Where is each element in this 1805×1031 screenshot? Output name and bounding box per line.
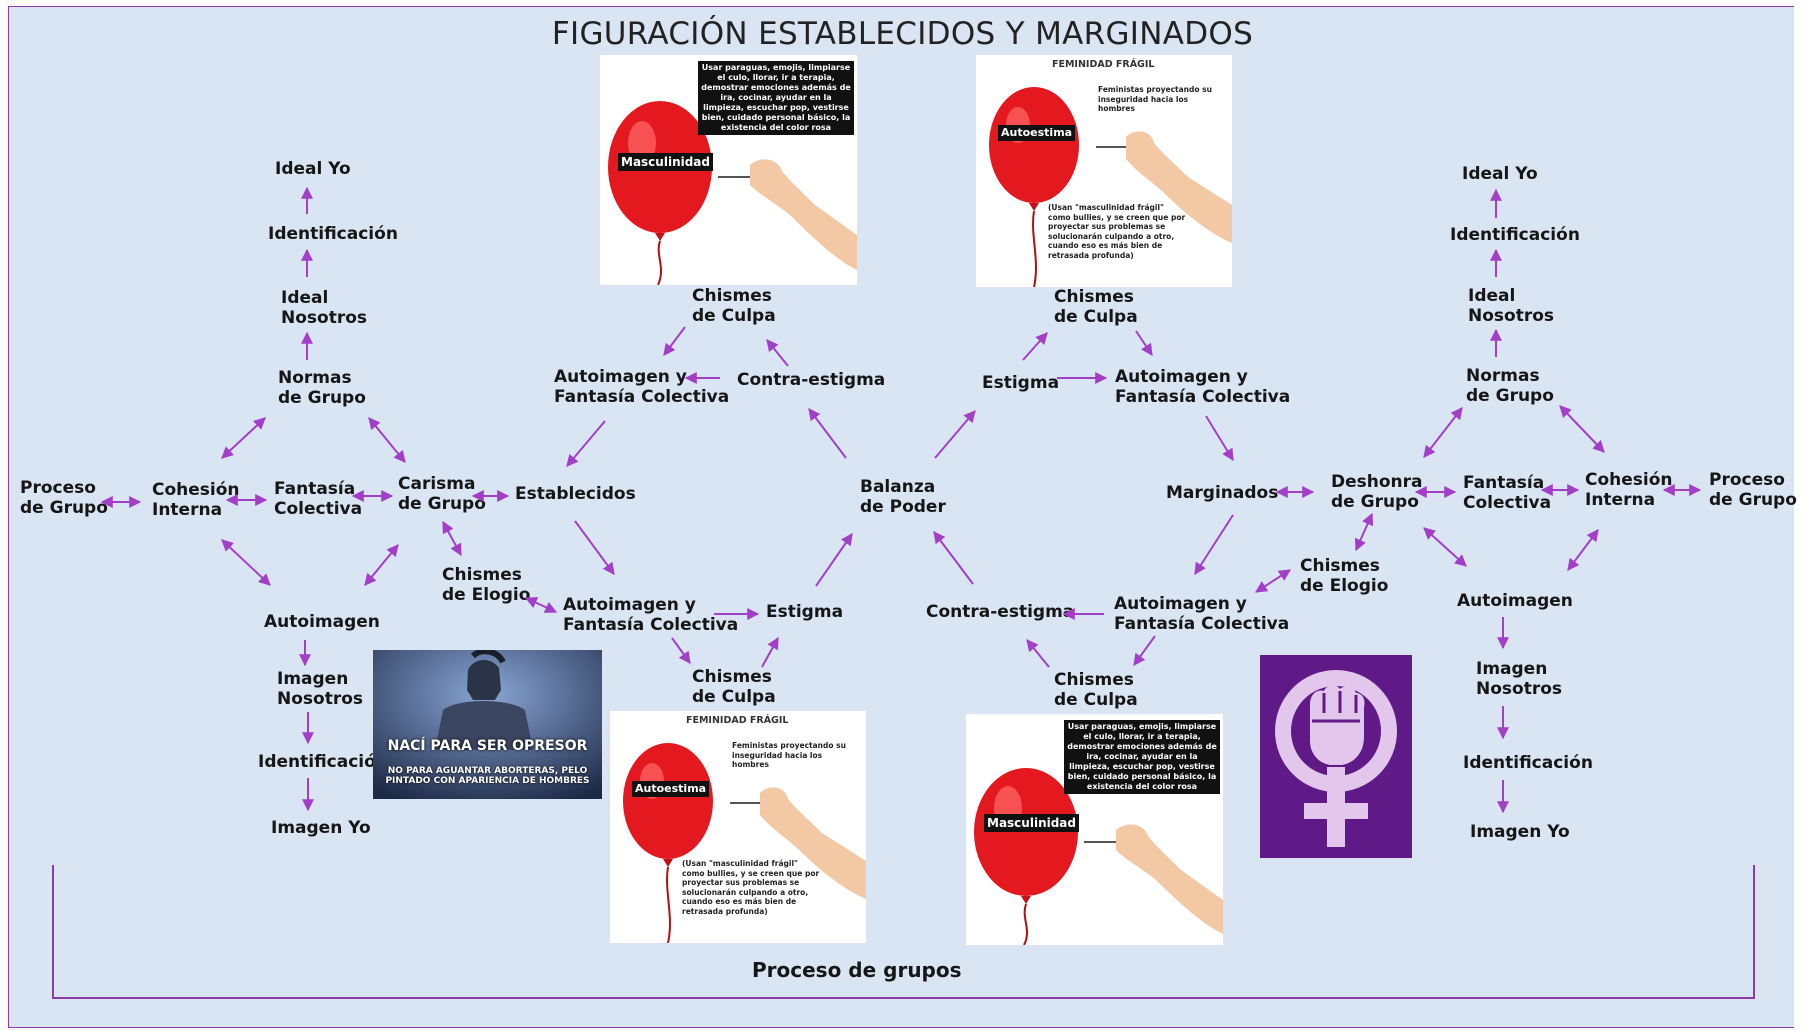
arrow-autoimagen-tr-to-marginados <box>1205 415 1234 462</box>
node-right-proceso: Proceso de Grupo <box>1709 470 1797 510</box>
node-right-cohesion: Cohesión Interna <box>1585 470 1673 510</box>
node-right-marginados: Marginados <box>1166 483 1279 503</box>
node-left-cohesion: Cohesión Interna <box>152 480 240 520</box>
masculinidad-label: Masculinidad <box>984 814 1079 832</box>
arrow-estigma-to-balanza <box>815 533 853 587</box>
arrow-deshonra-normas-right <box>1423 407 1463 458</box>
arrow-chismes-to-estigma-b <box>761 636 779 668</box>
arrow-normas-cohesion-right <box>1559 405 1605 453</box>
feminidad-note-bottom: (Usan "masculinidad frágil" como bullies… <box>1048 203 1186 260</box>
arrow-normas-carisma-left <box>368 417 406 463</box>
arrow-autoimagen-tl-to-establecidos <box>566 420 606 467</box>
arrow-contra-estigma-to-chismes <box>766 339 789 367</box>
masculinidad-label: Masculinidad <box>618 153 713 171</box>
feminidad-note-bottom: (Usan "masculinidad frágil" como bullies… <box>682 859 820 916</box>
node-estigma-bottom: Estigma <box>766 602 844 622</box>
node-left-identificacion-top: Identificación <box>268 224 398 244</box>
arrow-marginados-to-autoimagen-br <box>1194 514 1234 576</box>
node-left-carisma: Carisma de Grupo <box>398 474 486 514</box>
image-feminist-symbol <box>1260 655 1412 858</box>
arrow-chismes-to-autoimagen-tr <box>1135 330 1153 356</box>
node-chismes-culpa-top-right: Chismes de Culpa <box>1054 287 1138 327</box>
image-spartan: NACÍ PARA SER OPRESOR NO PARA AGUANTAR A… <box>373 650 602 799</box>
node-left-autoimagen: Autoimagen <box>264 612 380 632</box>
arrow-autoimagen-br-to-chismes <box>1133 635 1156 666</box>
spartan-subline: NO PARA AGUANTAR ABORTERAS, PELO PINTADO… <box>385 766 590 786</box>
node-right-chismes-elogio: Chismes de Elogio <box>1300 556 1389 596</box>
node-right-imagen-yo: Imagen Yo <box>1470 822 1570 842</box>
node-left-identificacion-bottom: Identificación <box>258 752 388 772</box>
node-autoimagen-bottom-right: Autoimagen y Fantasía Colectiva <box>1114 594 1290 634</box>
node-right-identificacion-bottom: Identificación <box>1463 753 1593 773</box>
feminidad-label: Autoestima <box>632 781 710 797</box>
diagram-title: FIGURACIÓN ESTABLECIDOS Y MARGINADOS <box>551 16 1254 52</box>
process-bracket <box>52 865 1755 999</box>
node-left-imagen-yo: Imagen Yo <box>271 818 371 838</box>
node-contra-estigma-bottom: Contra-estigma <box>926 602 1075 622</box>
arrow-autoimagen-carisma-left <box>364 544 399 586</box>
masculinidad-caption: Usar paraguas, emojis, limpiarse el culo… <box>1064 720 1220 794</box>
node-contra-estigma-top: Contra-estigma <box>737 370 886 390</box>
node-left-proceso: Proceso de Grupo <box>20 478 108 518</box>
masculinidad-caption: Usar paraguas, emojis, limpiarse el culo… <box>698 61 854 135</box>
image-masculinidad-balloon: Usar paraguas, emojis, limpiarse el culo… <box>600 55 857 285</box>
node-balanza-de-poder: Balanza de Poder <box>860 477 946 517</box>
node-right-fantasia: Fantasía Colectiva <box>1463 473 1552 513</box>
node-left-normas: Normas de Grupo <box>278 368 366 408</box>
arrow-chismes-to-autoimagen-tl <box>663 326 686 356</box>
node-autoimagen-bottom-left: Autoimagen y Fantasía Colectiva <box>563 595 739 635</box>
node-right-ideal-nosotros: Ideal Nosotros <box>1468 286 1555 326</box>
feminist-fist-icon <box>1275 670 1397 847</box>
arrow-chismes-to-contra-estigma-b <box>1026 639 1050 668</box>
arrow-cohesion-normas-left <box>221 417 266 459</box>
arrow-autoimagen-cohesion-right <box>1567 529 1599 571</box>
node-right-autoimagen: Autoimagen <box>1457 591 1573 611</box>
node-left-establecidos: Establecidos <box>515 484 636 504</box>
node-chismes-culpa-bottom-right: Chismes de Culpa <box>1054 670 1138 710</box>
node-autoimagen-top-left: Autoimagen y Fantasía Colectiva <box>554 367 730 407</box>
node-right-ideal-yo: Ideal Yo <box>1462 164 1538 184</box>
node-left-imagen-nosotros: Imagen Nosotros <box>277 669 364 709</box>
feminidad-note-top: Feministas proyectando su inseguridad ha… <box>732 741 846 769</box>
feminidad-note-top: Feministas proyectando su inseguridad ha… <box>1098 85 1212 113</box>
spartan-headline: NACÍ PARA SER OPRESOR <box>387 738 588 754</box>
image-feminidad-fragil-bottom: FEMINIDAD FRÁGIL Feministas proyectando … <box>610 711 866 943</box>
arrow-cohesion-autoimagen-left <box>221 539 271 586</box>
arrow-carisma-chismes-elogio <box>442 520 462 557</box>
arrow-estigma-to-chismes <box>1022 332 1048 361</box>
node-right-normas: Normas de Grupo <box>1466 366 1554 406</box>
node-right-deshonra: Deshonra de Grupo <box>1331 472 1423 512</box>
feminidad-label: Autoestima <box>998 125 1076 141</box>
node-left-ideal-yo: Ideal Yo <box>275 159 351 179</box>
arrow-contra-estigma-to-balanza <box>933 531 974 585</box>
arrow-autoimagen-br-chismes-elogio <box>1254 569 1292 593</box>
arrow-autoimagen-bl-to-chismes <box>671 637 691 664</box>
arrow-deshonra-autoimagen-right <box>1423 527 1467 567</box>
arrow-chismes-elogio-deshonra <box>1354 512 1374 552</box>
arrow-balanza-to-estigma <box>934 410 976 459</box>
feminidad-heading: FEMINIDAD FRÁGIL <box>686 715 789 726</box>
image-masculinidad-balloon-bottom: Usar paraguas, emojis, limpiarse el culo… <box>966 714 1223 945</box>
arrow-establecidos-to-autoimagen-bl <box>574 520 615 575</box>
diagram-frame <box>8 6 1794 1028</box>
feminidad-heading: FEMINIDAD FRÁGIL <box>1052 59 1155 70</box>
footer-proceso-de-grupos: Proceso de grupos <box>752 958 962 982</box>
node-autoimagen-top-right: Autoimagen y Fantasía Colectiva <box>1115 367 1291 407</box>
node-chismes-culpa-top-left: Chismes de Culpa <box>692 286 776 326</box>
arrow-chismes-elogio-autoimagen <box>524 597 558 613</box>
node-right-imagen-nosotros: Imagen Nosotros <box>1476 659 1563 699</box>
image-feminidad-fragil-top: FEMINIDAD FRÁGIL Feministas proyectando … <box>976 55 1232 287</box>
spartan-warrior-icon <box>373 650 602 799</box>
node-estigma-top: Estigma <box>982 373 1060 393</box>
node-left-fantasia: Fantasía Colectiva <box>274 479 363 519</box>
arrow-balanza-to-contra-estigma <box>808 408 847 459</box>
node-right-identificacion-top: Identificación <box>1450 225 1580 245</box>
node-left-chismes-elogio: Chismes de Elogio <box>442 565 531 605</box>
node-left-ideal-nosotros: Ideal Nosotros <box>281 288 368 328</box>
node-chismes-culpa-bottom-left: Chismes de Culpa <box>692 667 776 707</box>
